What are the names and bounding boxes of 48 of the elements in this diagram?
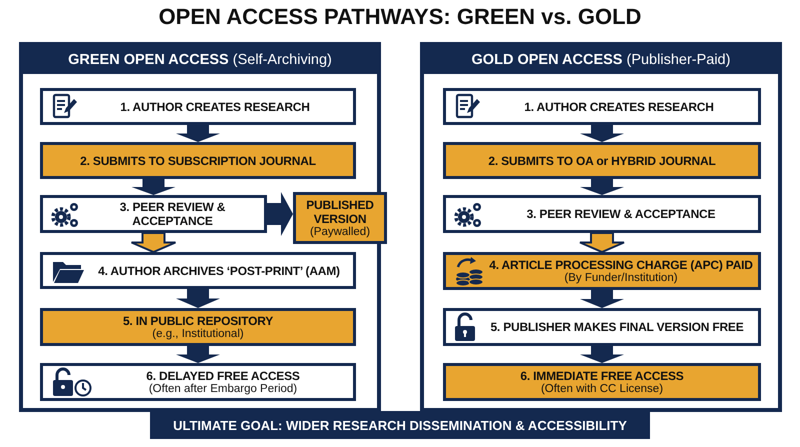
step-title: 5. PUBLISHER MAKES FINAL VERSION FREE: [490, 320, 744, 334]
step-note: (Paywalled): [310, 226, 370, 238]
step-title: PUBLISHED VERSION: [305, 198, 375, 226]
block-arrow: [176, 346, 220, 363]
step-box: [443, 363, 761, 401]
step-title: 1. AUTHOR CREATES RESEARCH: [120, 100, 310, 114]
pathway-panel: [19, 42, 381, 412]
step-box: [40, 195, 267, 233]
block-arrow: [580, 346, 624, 363]
step-box: [40, 252, 356, 289]
panel-heading: GREEN OPEN ACCESS (Self-Archiving): [67, 51, 333, 70]
block-arrow: [580, 179, 624, 195]
step-box: [40, 142, 356, 179]
block-arrow: [579, 232, 625, 254]
step-box: [293, 192, 387, 244]
step-title: 6. IMMEDIATE FREE ACCESS: [520, 368, 684, 382]
step-title: 4. ARTICLE PROCESSING CHARGE (APC) PAID: [489, 258, 753, 272]
block-arrow: [132, 179, 176, 195]
block-arrow: [130, 232, 176, 254]
block-arrow: [580, 125, 624, 142]
step-box: [40, 308, 356, 346]
step-note: (By Funder/Institution): [564, 272, 678, 284]
step-note: (Often after Embargo Period): [148, 382, 298, 396]
step-title: 6. DELAYED FREE ACCESS: [146, 368, 300, 382]
step-box: [443, 252, 761, 290]
step-box: [40, 363, 356, 401]
diagram-title: OPEN ACCESS PATHWAYS: GREEN vs. GOLD: [158, 4, 642, 30]
step-note: (e.g., Institutional): [152, 328, 244, 340]
step-title: 4. AUTHOR ARCHIVES ‘POST-PRINT’ (AAM): [98, 264, 340, 278]
step-title: 3. PEER REVIEW & ACCEPTANCE: [526, 207, 716, 221]
step-box: [443, 142, 761, 179]
step-title: 3. PEER REVIEW & ACCEPTANCE: [118, 200, 226, 228]
block-arrow: [176, 125, 220, 142]
block-arrow: [176, 289, 220, 308]
step-box: [443, 88, 761, 125]
step-box: [443, 308, 761, 346]
step-note: (Often with CC License): [540, 382, 664, 396]
step-title: 1. AUTHOR CREATES RESEARCH: [524, 100, 714, 114]
step-title: 2. SUBMITS TO OA or HYBRID JOURNAL: [488, 154, 716, 168]
step-box: [443, 195, 761, 233]
panel-heading: GOLD OPEN ACCESS (Publisher-Paid): [470, 51, 732, 70]
step-title: 2. SUBMITS TO SUBSCRIPTION JOURNAL: [80, 154, 316, 168]
block-arrow: [267, 192, 293, 236]
goal-banner: ULTIMATE GOAL: WIDER RESEARCH DISSEMINATION & ACCESSIBILITY: [150, 411, 650, 439]
block-arrow: [580, 290, 624, 308]
pathway-panel: [420, 42, 782, 412]
step-title: 5. IN PUBLIC REPOSITORY: [122, 314, 274, 328]
step-box: [40, 88, 356, 125]
